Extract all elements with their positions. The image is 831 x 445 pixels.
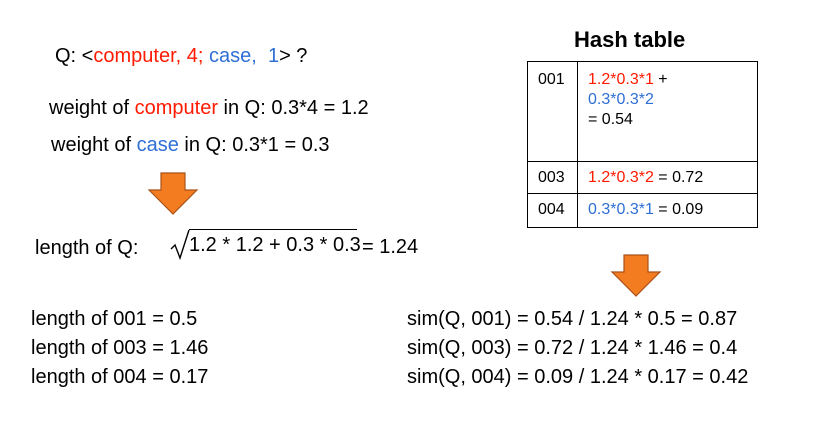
sqrt-icon <box>170 229 190 261</box>
query-weight-case: 1 <box>267 45 280 67</box>
doc-length-004: length of 004 = 0.17 <box>31 366 209 388</box>
hash-key: 004 <box>527 193 578 228</box>
query-line: Q: <computer, 4; case, 1> ? <box>55 44 307 68</box>
query-weight-computer: 4; <box>186 45 204 67</box>
down-arrow-icon <box>147 172 199 215</box>
weight-term-computer: computer <box>134 97 218 119</box>
sqrt-bar <box>189 229 357 230</box>
hash-row-001: 001 1.2*0.3*1 + 0.3*0.3*2 = 0.54 <box>527 61 758 162</box>
hash-key: 003 <box>527 161 578 194</box>
hash-value: 1.2*0.3*2 = 0.72 <box>577 161 758 194</box>
sim-003: sim(Q, 003) = 0.72 / 1.24 * 1.46 = 0.4 <box>407 337 738 359</box>
weight-line-computer: weight of computer in Q: 0.3*4 = 1.2 <box>49 97 369 119</box>
sim-001: sim(Q, 001) = 0.54 / 1.24 * 0.5 = 0.87 <box>407 308 738 330</box>
hash-value: 1.2*0.3*1 + 0.3*0.3*2 = 0.54 <box>577 61 758 162</box>
length-q-radicand: 1.2 * 1.2 + 0.3 * 0.3 <box>189 234 361 256</box>
length-q-label: length of Q: <box>35 237 139 259</box>
down-arrow-icon <box>610 254 662 297</box>
length-q-result: = 1.24 <box>362 236 419 258</box>
query-prefix: Q: < <box>55 45 94 67</box>
query-suffix: > ? <box>279 45 308 67</box>
weight-line-case: weight of case in Q: 0.3*1 = 0.3 <box>51 134 330 156</box>
weight-term-case: case <box>136 134 179 156</box>
hash-table-title: Hash table <box>574 27 686 52</box>
hash-row-003: 003 1.2*0.3*2 = 0.72 <box>527 161 758 194</box>
hash-key: 001 <box>527 61 578 162</box>
hash-row-004: 004 0.3*0.3*1 = 0.09 <box>527 193 758 228</box>
query-term-computer: computer, <box>93 45 182 67</box>
doc-length-001: length of 001 = 0.5 <box>31 308 198 330</box>
sim-004: sim(Q, 004) = 0.09 / 1.24 * 0.17 = 0.42 <box>407 366 749 388</box>
doc-length-003: length of 003 = 1.46 <box>31 337 209 359</box>
hash-value: 0.3*0.3*1 = 0.09 <box>577 193 758 228</box>
query-term-case: case, <box>209 45 257 67</box>
hash-table: 001 1.2*0.3*1 + 0.3*0.3*2 = 0.54 003 1.2… <box>527 61 758 228</box>
